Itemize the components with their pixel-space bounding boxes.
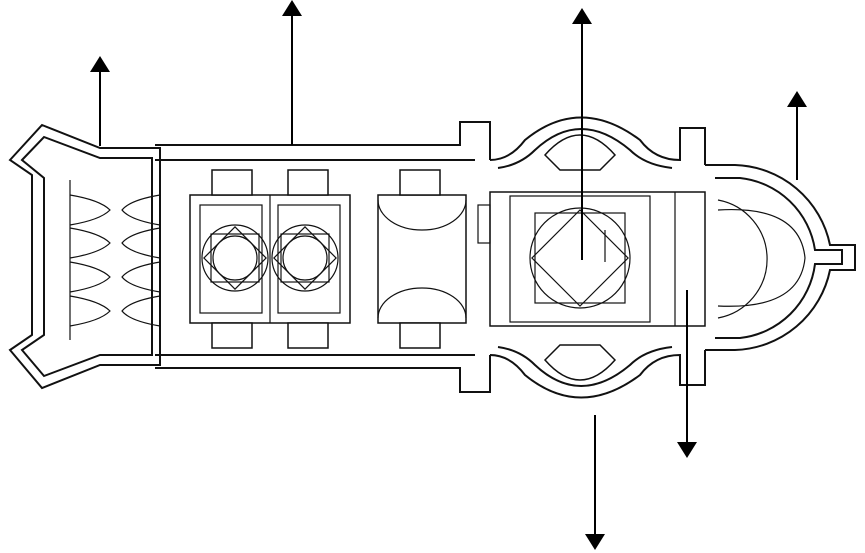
outer-walls <box>8 116 856 399</box>
callout-arrows <box>90 0 807 550</box>
narthex-vaults <box>69 180 161 340</box>
crossing-and-chancel <box>477 134 806 381</box>
nave-bays <box>189 169 467 349</box>
